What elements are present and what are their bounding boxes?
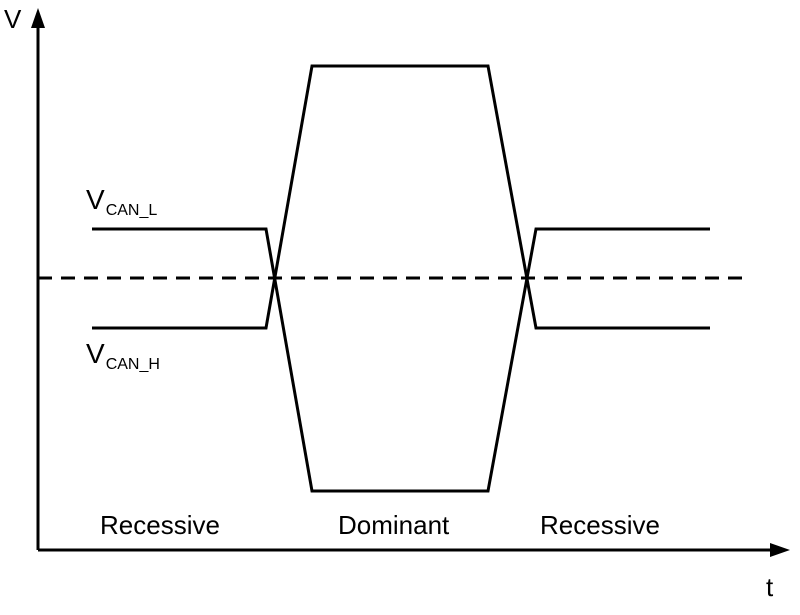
- can-h-label-main: V: [86, 338, 105, 369]
- can-l-waveform: [92, 227, 710, 493]
- state-label-dominant: Dominant: [338, 510, 450, 540]
- can-h-label-sub: CAN_H: [105, 356, 160, 373]
- state-label-recessive-1: Recessive: [100, 510, 220, 540]
- x-axis-arrow-icon: [770, 543, 790, 557]
- can-l-label-main: V: [86, 184, 105, 215]
- can-h-label: VCAN_H: [86, 338, 160, 373]
- state-label-recessive-2: Recessive: [540, 510, 660, 540]
- y-axis-arrow-icon: [31, 8, 45, 28]
- y-axis-label: V: [4, 4, 22, 34]
- can-h-waveform: [92, 64, 710, 330]
- can-l-label-sub: CAN_L: [105, 202, 158, 219]
- x-axis-label: t: [766, 572, 774, 602]
- can-l-label: VCAN_L: [86, 184, 157, 219]
